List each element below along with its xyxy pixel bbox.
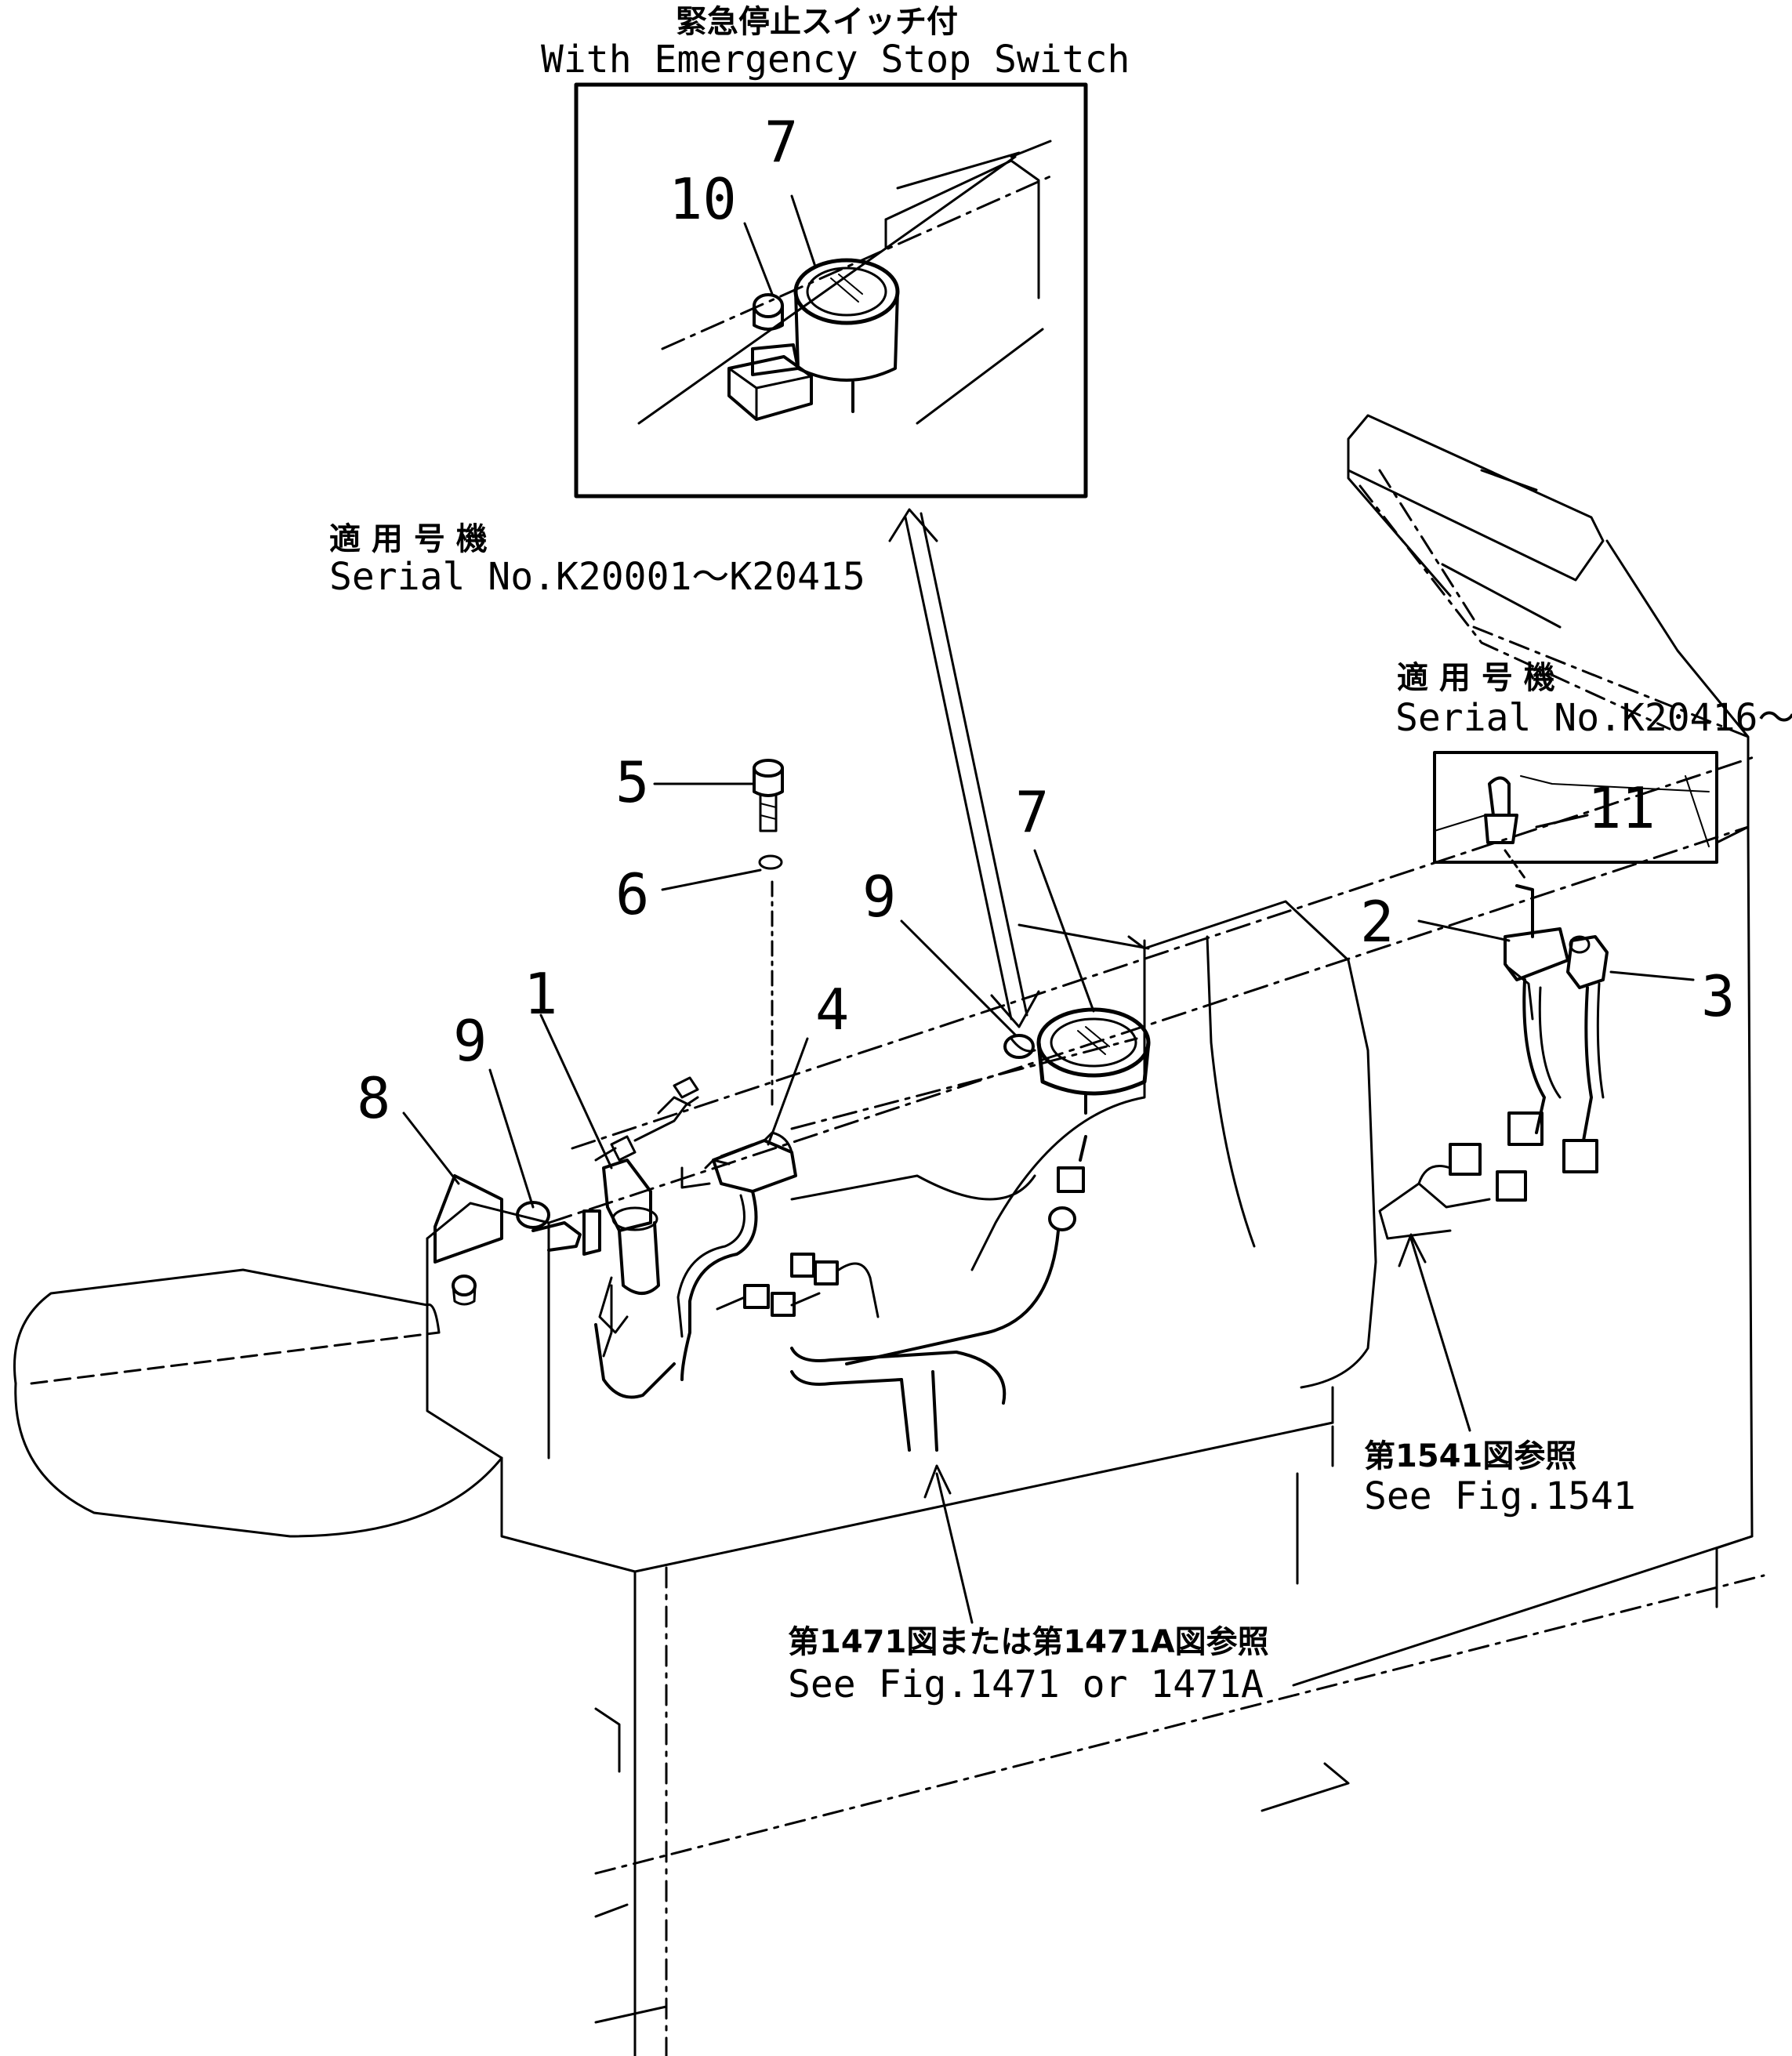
key-switch-assembly (433, 759, 1007, 1452)
callout-9-gauge: 9 (862, 864, 897, 930)
callout-7: 7 (1015, 779, 1050, 845)
inset-callout-7: 7 (764, 109, 799, 175)
callout-3: 3 (1701, 963, 1736, 1029)
callout-5: 5 (615, 749, 650, 815)
reference-arrows (923, 1233, 1471, 1624)
switch-assembly (1378, 751, 1718, 1240)
machine-body (13, 414, 1765, 2056)
inset-title-jp: 緊急停止スイッチ付 (676, 4, 958, 40)
inset-emergency-stop (574, 82, 1088, 499)
callout-11: 11 (1587, 775, 1656, 841)
hour-meter-gauge (845, 1007, 1151, 1365)
callout-4: 4 (815, 977, 850, 1043)
callout-9-left: 9 (453, 1008, 488, 1074)
inset-title-en: With Emergency Stop Switch (541, 38, 1130, 82)
inset-pointer-arrow (888, 508, 1040, 1028)
serial-right-jp: 適 用 号 機 (1397, 660, 1555, 696)
leader-lines (402, 782, 1695, 1209)
ref-1471-en: See Fig.1471 or 1471A (788, 1663, 1264, 1706)
ref-1541-en: See Fig.1541 (1364, 1474, 1636, 1518)
serial-right-en: Serial No.K20416～ (1395, 696, 1792, 740)
serial-left-jp: 適 用 号 機 (329, 521, 488, 557)
callout-1: 1 (524, 961, 558, 1027)
inset-callout-10: 10 (669, 166, 737, 232)
ref-1471-jp: 第1471図または第1471A図参照 (788, 1624, 1269, 1660)
callout-8: 8 (357, 1065, 391, 1131)
serial-left-en: Serial No.K20001～K20415 (329, 555, 865, 599)
ref-1541-jp: 第1541図参照 (1364, 1438, 1577, 1474)
callout-2: 2 (1360, 889, 1395, 955)
callout-6: 6 (615, 861, 650, 927)
